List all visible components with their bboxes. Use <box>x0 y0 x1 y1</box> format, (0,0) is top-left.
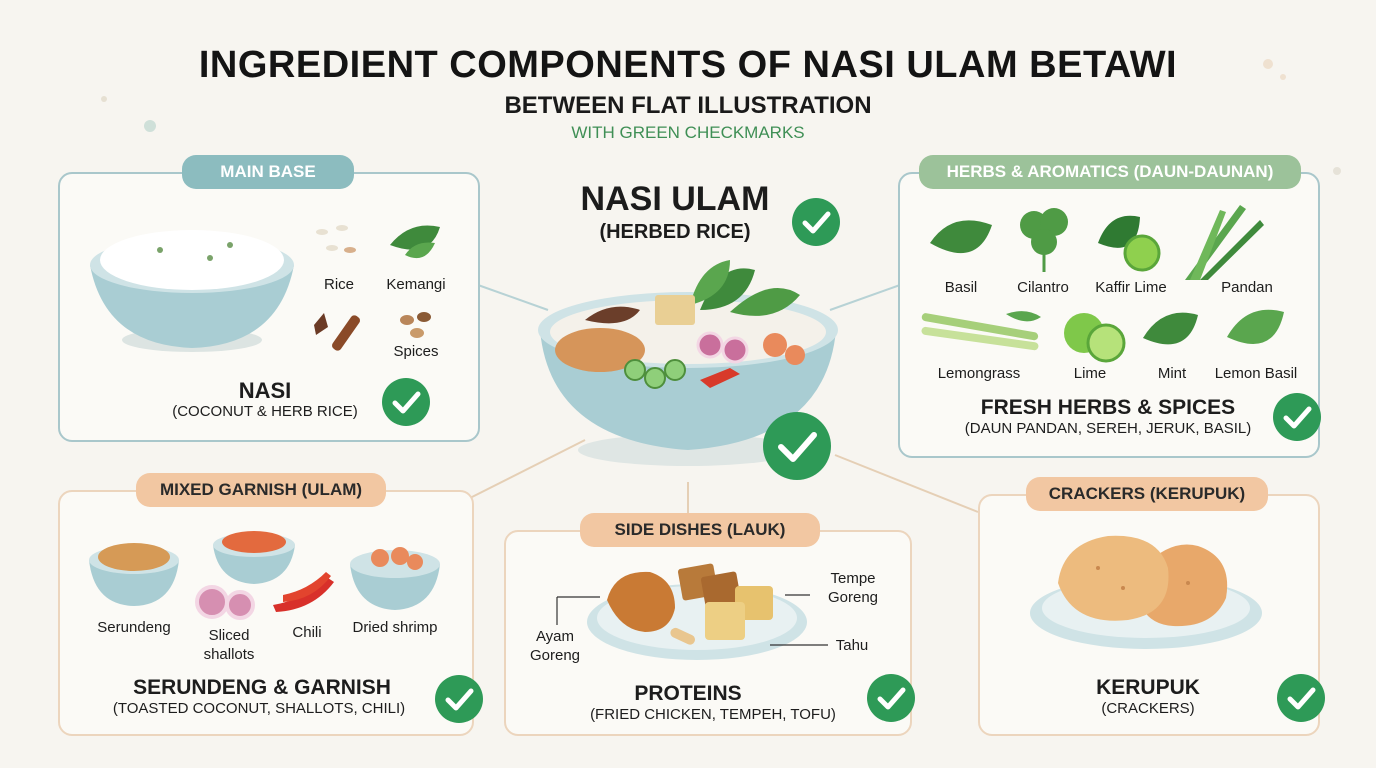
crackers-pill: CRACKERS (KERUPUK) <box>1026 477 1268 511</box>
lemon-basil-icon <box>1227 309 1284 345</box>
crackers-heading: KERUPUK <box>1096 676 1200 699</box>
dried-shrimp-label: Dried shrimp <box>352 619 438 636</box>
seeds-icon <box>400 312 431 338</box>
page-subtitle-secondary: WITH GREEN CHECKMARKS <box>571 123 805 142</box>
lime-label: Lime <box>1073 365 1107 382</box>
garnish-detail: (TOASTED COCONUT, SHALLOTS, CHILI) <box>112 700 406 717</box>
center-title-block: NASI ULAM (HERBED RICE) <box>560 180 820 244</box>
shallot-slices-icon <box>195 585 255 620</box>
mint-label: Mint <box>1157 365 1187 382</box>
main-base-pill: MAIN BASE <box>182 155 354 189</box>
garnish-panel <box>58 490 474 736</box>
center-subtitle: (HERBED RICE) <box>599 221 751 243</box>
cilantro-icon <box>1020 208 1068 272</box>
herbs-check-icon <box>1273 393 1321 441</box>
chili-bowl-icon <box>213 531 295 584</box>
ayam-goreng-label: Ayam Goreng <box>529 628 581 664</box>
main-base-check-icon <box>382 378 430 426</box>
chili-label: Chili <box>292 624 322 641</box>
spices-icon <box>314 313 360 351</box>
kaffir-lime-icon <box>1098 215 1161 272</box>
spices-label: Spices <box>393 343 439 360</box>
basil-label: Basil <box>944 279 978 296</box>
main-base-detail: (COCONUT & HERB RICE) <box>172 403 358 420</box>
cilantro-label: Cilantro <box>1017 279 1069 296</box>
nasi-ulam-bowl-illustration <box>538 260 838 466</box>
page-title: INGREDIENT COMPONENTS OF NASI ULAM BETAW… <box>198 44 1178 86</box>
kemangi-leaf-icon <box>390 225 440 259</box>
tempe-goreng-label: Tempe Goreng <box>827 570 879 606</box>
mint-icon <box>1143 312 1198 345</box>
shrimp-bowl-icon <box>350 547 440 610</box>
side-dishes-detail: (FRIED CHICKEN, TEMPEH, TOFU) <box>590 706 836 723</box>
lime-icon <box>1064 313 1126 363</box>
herbs-heading: FRESH HERBS & SPICES <box>980 396 1236 419</box>
kaffir-lime-label: Kaffir Lime <box>1095 279 1167 296</box>
chili-icon <box>273 572 334 612</box>
protein-leader-lines <box>556 594 828 646</box>
serundeng-label: Serundeng <box>97 619 171 636</box>
side-dishes-check-icon <box>867 674 915 722</box>
center-title-check-icon <box>792 198 840 246</box>
rice-grains-icon <box>316 225 356 253</box>
herbs-detail: (DAUN PANDAN, SEREH, JERUK, BASIL) <box>964 420 1252 437</box>
kemangi-label: Kemangi <box>386 276 446 293</box>
rice-bowl-icon <box>90 230 294 352</box>
rice-label: Rice <box>323 276 354 293</box>
sliced-shallots-label: Sliced shallots <box>203 627 255 663</box>
pandan-label: Pandan <box>1221 279 1273 296</box>
protein-plate-icon <box>587 563 807 660</box>
pandan-icon <box>1185 205 1264 280</box>
kerupuk-plate-icon <box>1030 535 1262 649</box>
side-dishes-pill: SIDE DISHES (LAUK) <box>580 513 820 547</box>
crackers-detail: (CRACKERS) <box>1101 700 1195 717</box>
garnish-heading: SERUNDENG & GARNISH <box>133 676 391 699</box>
crackers-check-icon <box>1277 674 1325 722</box>
center-bowl-check-icon <box>763 412 831 480</box>
lemongrass-label: Lemongrass <box>937 365 1021 382</box>
tahu-label: Tahu <box>835 637 869 654</box>
garnish-pill: MIXED GARNISH (ULAM) <box>136 473 386 507</box>
main-base-heading: NASI <box>238 378 292 403</box>
serundeng-bowl-icon <box>89 543 179 606</box>
page-subtitle: BETWEEN FLAT ILLUSTRATION <box>504 92 872 119</box>
center-title: NASI ULAM <box>580 180 770 218</box>
lemongrass-icon <box>921 311 1041 351</box>
side-dishes-heading: PROTEINS <box>634 682 742 705</box>
basil-icon <box>930 220 992 254</box>
garnish-check-icon <box>435 675 483 723</box>
lemon-basil-label: Lemon Basil <box>1214 365 1298 382</box>
herbs-pill: HERBS & AROMATICS (DAUN-DAUNAN) <box>919 155 1301 189</box>
